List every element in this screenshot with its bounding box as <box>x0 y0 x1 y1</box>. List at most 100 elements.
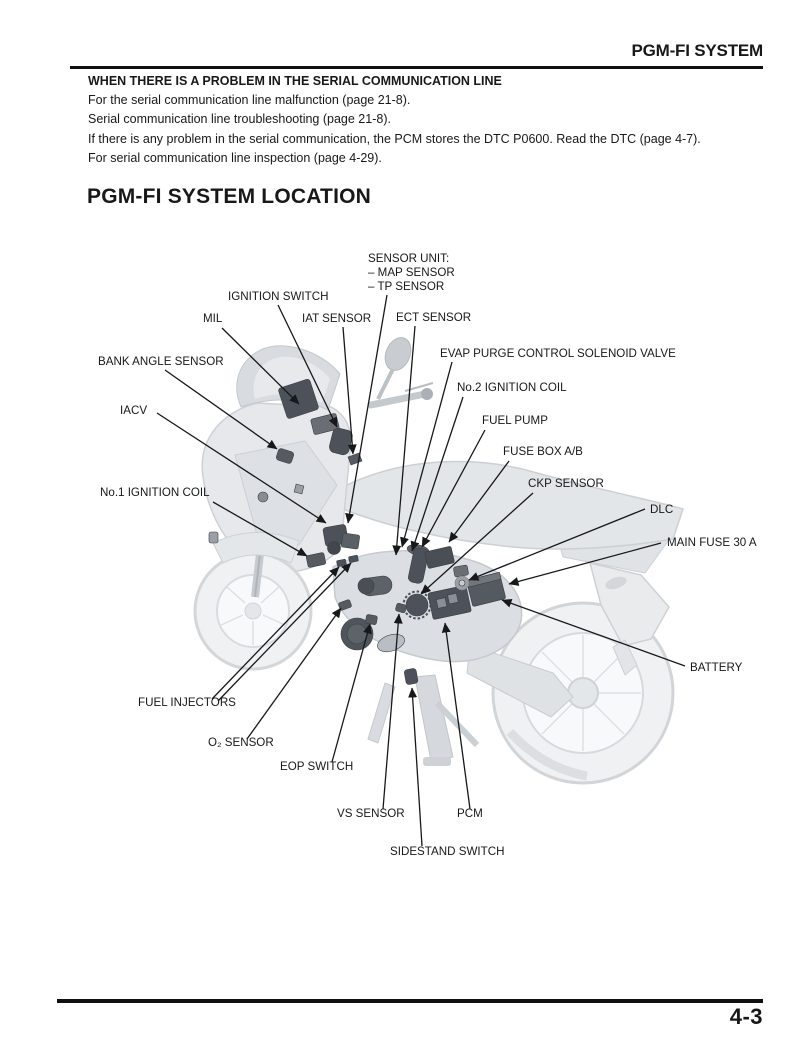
swingarm <box>466 644 574 718</box>
leader-iat-sensor <box>342 326 357 455</box>
alternator-inner <box>346 623 368 645</box>
seat-body <box>342 460 684 550</box>
pcm-connector <box>447 592 459 605</box>
sidestand-switch-part <box>404 668 419 685</box>
fairing-fitting <box>208 531 219 544</box>
leader-ect-sensor <box>392 325 416 556</box>
leader-sensor-unit <box>345 294 388 524</box>
leader-no2-ignition-coil <box>410 396 464 552</box>
leader-ignition-switch <box>277 304 338 428</box>
label-no2-ignition-coil: No.2 IGNITION COIL <box>457 381 567 394</box>
intro-line: If there is any problem in the serial co… <box>88 131 701 146</box>
label-fuel-injectors: FUEL INJECTORS <box>138 696 236 709</box>
label-main-fuse: MAIN FUSE 30 A <box>667 536 757 549</box>
label-iat-sensor: IAT SENSOR <box>302 312 371 325</box>
sensor-unit-part <box>341 532 360 550</box>
relay-part <box>453 564 469 578</box>
section-heading: PGM-FI SYSTEM LOCATION <box>87 185 372 208</box>
diagram-labels: SENSOR UNIT: – MAP SENSOR – TP SENSOR IG… <box>98 252 757 858</box>
page-number: 4-3 <box>729 1004 763 1029</box>
label-evap-purge-valve: EVAP PURGE CONTROL SOLENOID VALVE <box>440 347 676 360</box>
label-ignition-switch: IGNITION SWITCH <box>228 290 328 303</box>
intro-line: For the serial communication line malfun… <box>88 93 411 108</box>
label-map-sensor: – MAP SENSOR <box>368 266 455 279</box>
leader-o2-sensor <box>246 607 342 740</box>
leader-battery <box>501 598 686 667</box>
leader-iacv <box>156 412 327 524</box>
label-o2-sensor: O₂ SENSOR <box>208 736 274 749</box>
fuse-box-part <box>424 546 455 569</box>
stand-foot <box>423 757 451 766</box>
leader-fuel-injector-2 <box>217 562 352 702</box>
component-parts <box>208 379 506 685</box>
handlebar <box>367 390 429 409</box>
chain-guard <box>506 728 588 781</box>
label-battery: BATTERY <box>690 661 743 674</box>
dlc-pin <box>458 579 466 587</box>
intro-line: For serial communication line inspection… <box>88 150 382 165</box>
front-spokes <box>220 586 286 645</box>
o2-sensor-part <box>338 599 352 611</box>
label-eop-switch: EOP SWITCH <box>280 760 353 773</box>
rear-hub <box>567 677 599 709</box>
eop-switch-part <box>365 614 378 625</box>
leader-ckp-sensor <box>420 492 534 595</box>
label-vs-sensor: VS SENSOR <box>337 807 405 820</box>
intro-line: Serial communication line troubleshootin… <box>88 112 391 127</box>
ignition-switch-part <box>329 427 353 456</box>
front-fender <box>212 532 300 564</box>
handlebar-grip-end <box>421 388 433 400</box>
label-sensor-unit: SENSOR UNIT: <box>368 252 449 265</box>
center-stand <box>414 674 454 762</box>
label-sidestand-switch: SIDESTAND SWITCH <box>390 845 504 858</box>
leader-fuse-box <box>448 460 510 543</box>
leader-vs-sensor <box>382 613 403 810</box>
label-fuel-pump: FUEL PUMP <box>482 414 548 427</box>
sidestand <box>367 682 396 744</box>
fairing-fitting <box>257 491 269 503</box>
mirror-stalk <box>376 368 395 400</box>
fairing-fitting <box>293 483 305 495</box>
bank-angle-sensor-part <box>276 448 294 464</box>
label-ckp-sensor: CKP SENSOR <box>528 477 604 490</box>
label-no1-ignition-coil: No.1 IGNITION COIL <box>100 486 210 499</box>
intro-text-block: WHEN THERE IS A PROBLEM IN THE SERIAL CO… <box>88 72 736 168</box>
label-bank-angle-sensor: BANK ANGLE SENSOR <box>98 355 224 368</box>
leader-no1-ignition-coil <box>212 501 308 557</box>
iacv-part <box>327 541 341 555</box>
leader-lines <box>156 294 686 847</box>
label-dlc: DLC <box>650 503 673 516</box>
label-fuse-box: FUSE BOX A/B <box>503 445 583 458</box>
pgm-fi-location-diagram: SENSOR UNIT: – MAP SENSOR – TP SENSOR IG… <box>98 252 757 858</box>
starter-cap <box>357 577 375 595</box>
leader-mil <box>221 327 300 405</box>
fuel-injector-part <box>348 554 359 563</box>
leader-evap-purge-valve <box>400 361 453 548</box>
turn-signal <box>605 576 627 590</box>
leader-pcm <box>441 622 471 810</box>
label-mil: MIL <box>203 312 223 325</box>
footer-rule <box>57 999 763 1003</box>
leader-bank-angle-sensor <box>164 369 278 450</box>
leader-main-fuse <box>508 542 662 586</box>
no1-ignition-coil-part <box>306 552 326 568</box>
motorcycle-illustration <box>193 337 684 785</box>
leader-fuel-injector-1 <box>211 566 340 700</box>
label-tp-sensor: – TP SENSOR <box>368 280 444 293</box>
leader-eop-switch <box>331 623 372 763</box>
muffler-part <box>377 633 405 653</box>
leader-dlc <box>468 508 646 581</box>
ckp-sensor-part <box>405 593 429 617</box>
label-iacv: IACV <box>120 404 147 417</box>
leader-fuel-pump <box>421 429 486 548</box>
fuel-pump-part <box>408 547 429 584</box>
header-rule <box>70 66 763 69</box>
label-ect-sensor: ECT SENSOR <box>396 311 471 324</box>
license-bracket <box>612 639 638 676</box>
intro-heading: WHEN THERE IS A PROBLEM IN THE SERIAL CO… <box>88 74 502 88</box>
leader-sidestand-switch <box>408 687 423 847</box>
page-header-section-title: PGM-FI SYSTEM <box>631 41 763 60</box>
mirror <box>384 337 412 371</box>
front-hub <box>244 602 262 620</box>
